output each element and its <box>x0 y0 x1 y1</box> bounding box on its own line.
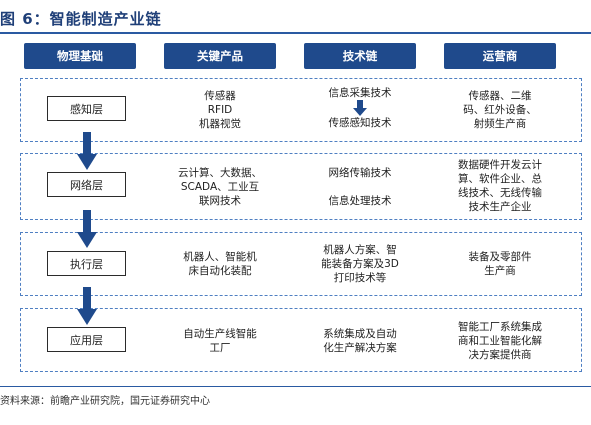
band-network <box>20 153 582 220</box>
arrow-down-icon <box>77 287 97 325</box>
arrow-down-icon <box>77 132 97 170</box>
arrow-down-icon <box>77 210 97 248</box>
layer-execution: 执行层 <box>47 251 126 276</box>
header-key-products: 关键产品 <box>164 43 276 69</box>
header-tech-chain: 技术链 <box>304 43 416 69</box>
execution-operators: 装备及零部件 生产商 <box>468 251 532 277</box>
network-tech: 网络传输技术 信息处理技术 <box>328 167 392 207</box>
network-products: 云计算、大数据、 SCADA、工业互 联网技术 <box>178 167 262 207</box>
layer-application: 应用层 <box>47 327 126 352</box>
network-operators: 数据硬件开发云计 算、软件企业、总 线技术、无线传输 技术生产企业 <box>458 159 542 213</box>
perception-products: 传感器 RFID 机器视觉 <box>199 90 241 130</box>
application-operators: 智能工厂系统集成 商和工业智能化解 决方案提供商 <box>458 321 542 361</box>
perception-operators: 传感器、二维 码、红外设备、 射频生产商 <box>463 90 537 130</box>
layer-network: 网络层 <box>47 172 126 197</box>
execution-products: 机器人、智能机 床自动化装配 <box>183 251 257 277</box>
header-operators: 运营商 <box>444 43 556 69</box>
layer-perception: 感知层 <box>47 96 126 121</box>
arrow-down-small-icon <box>353 100 367 116</box>
bottom-rule <box>0 386 591 387</box>
band-application <box>20 308 582 372</box>
execution-tech: 机器人方案、智 能装备方案及3D 打印技术等 <box>321 244 399 284</box>
perception-tech: 信息采集技术 传感感知技术 <box>328 87 392 129</box>
band-execution <box>20 232 582 296</box>
application-tech: 系统集成及自动 化生产解决方案 <box>323 328 397 354</box>
title-rule <box>0 32 591 34</box>
figure-title: 图 6：智能制造产业链 <box>0 10 162 28</box>
application-products: 自动生产线智能 工厂 <box>183 328 257 354</box>
band-perception <box>20 78 582 142</box>
source-note: 资料来源：前瞻产业研究院，国元证券研究中心 <box>0 396 210 407</box>
header-physical-basis: 物理基础 <box>24 43 136 69</box>
